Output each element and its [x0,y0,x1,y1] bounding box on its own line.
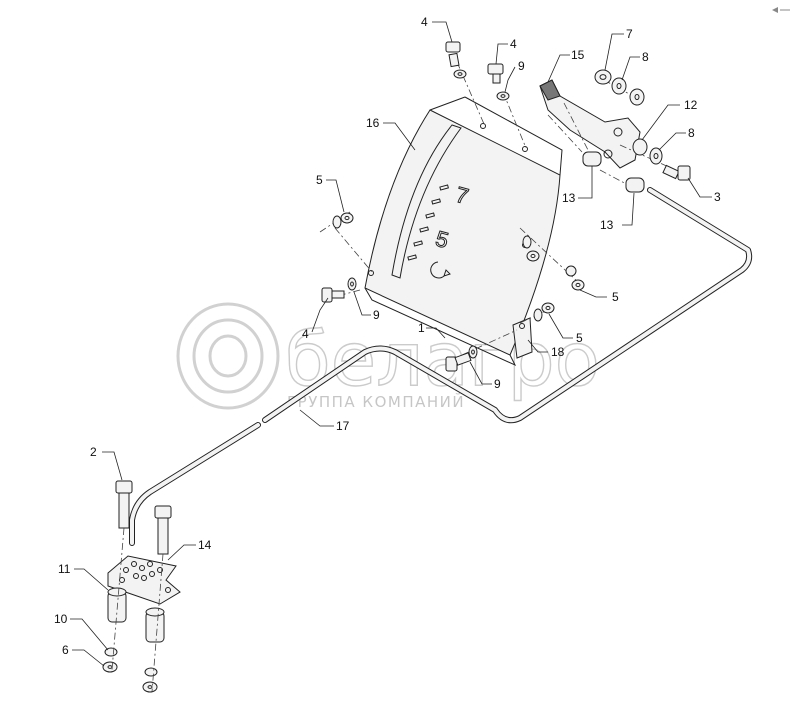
lower-axis-b [151,553,164,693]
nut-6-a [102,661,118,673]
bushing-12 [632,138,648,156]
callout-3: 3 [714,190,721,204]
washer-top-right-b [629,88,645,106]
brand-logo-icon [176,302,280,410]
callout-11: 11 [58,562,71,576]
callout-5-left: 5 [316,173,323,187]
plate-holes [119,561,171,593]
callout-10: 10 [54,612,68,626]
leader-lines [70,21,712,667]
callout-5-right: 5 [612,290,619,304]
brand-watermark: белагро ГРУППА КОМПАНИЙ [176,302,601,411]
callout-4-top-left: 4 [421,15,428,29]
brand-subtitle: ГРУППА КОМПАНИЙ [287,392,465,411]
bolt-left [321,287,345,303]
washer-flange [533,308,543,322]
washer-nut-left [332,215,342,229]
washer-bottom [468,345,478,359]
callout-4-top-mid: 4 [510,37,517,51]
long-bolt-second [154,505,172,555]
washer-lower-b [144,667,158,677]
callout-13-left: 13 [562,191,576,205]
callout-15: 15 [571,48,585,62]
nut-left [340,212,354,224]
spacer-13-b [625,177,645,193]
washer-top-mid [496,91,510,101]
callout-8-top: 8 [642,50,649,64]
callout-12: 12 [684,98,698,112]
washer-left [347,277,357,291]
callout-labels: 4 4 4 9 9 9 15 7 8 8 12 3 13 13 16 5 5 5… [54,15,721,657]
bolt-top-mid [487,63,504,84]
washer-10 [104,647,118,657]
callout-13-right: 13 [600,218,614,232]
bolt-right [662,164,691,181]
nut-6-b [142,681,158,693]
nut-flange [541,302,555,314]
callout-1: 1 [418,321,425,335]
washer-right-low [565,265,577,277]
washer-right [649,147,663,165]
lower-axis-a [111,527,125,671]
bolt-top-left [445,41,461,68]
washer-top-right-a [611,77,627,95]
gate-notches [407,184,449,261]
corner-arrows-icon [772,7,790,13]
callout-17: 17 [336,419,350,433]
sleeve-11-a [107,587,127,623]
bolt-bottom [445,352,472,372]
callout-9-top: 9 [518,59,525,73]
callout-6: 6 [62,643,69,657]
shift-gate-plate: 7 5 [364,96,563,367]
callout-9-bottom: 9 [494,377,501,391]
callout-8-right: 8 [688,126,695,140]
callout-14: 14 [198,538,212,552]
callout-7: 7 [626,27,633,41]
callout-18: 18 [551,345,565,359]
control-rod [129,187,753,546]
washer-right-mid [522,235,532,249]
callout-9-left: 9 [373,308,380,322]
spacer-13-a [582,151,602,167]
nut-top-right [594,69,612,85]
callout-16: 16 [366,116,380,130]
callout-4-left: 4 [302,327,309,341]
reverse-arrow-icon [430,261,451,279]
sleeve-11-b [145,607,165,643]
brand-name: белагро [285,317,600,403]
callout-2: 2 [90,445,97,459]
nut-right-mid [526,250,540,262]
nut-right-low [571,279,585,291]
callout-5-flange: 5 [576,331,583,345]
washer-top-left [453,69,467,79]
